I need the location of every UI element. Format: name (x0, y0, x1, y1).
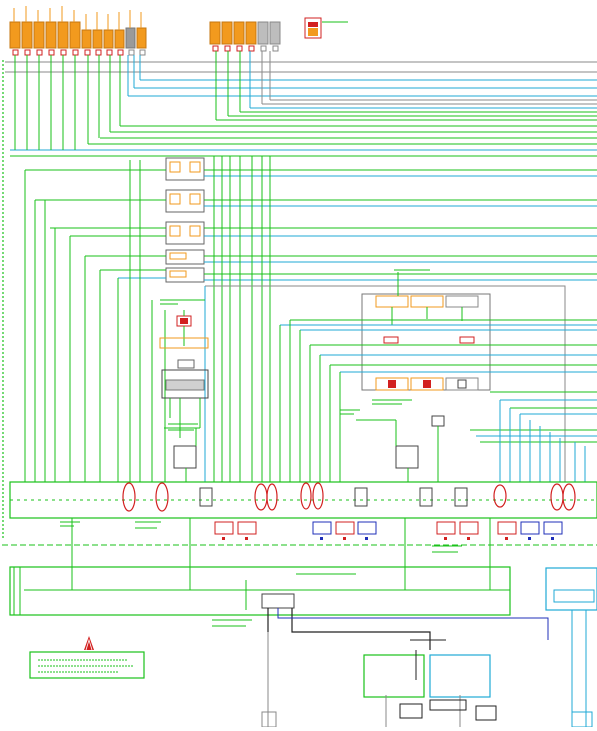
module-12 (136, 27, 147, 49)
lower-subsystems (261, 632, 593, 728)
module-5 (57, 21, 69, 49)
module-7 (81, 29, 92, 49)
module-9 (103, 29, 114, 49)
module-3 (33, 21, 45, 49)
module-8 (92, 29, 103, 49)
relay-column (165, 157, 205, 283)
module-11 (125, 27, 136, 49)
lower-bus-box (2, 518, 597, 650)
module-2 (21, 21, 33, 49)
note-box (29, 651, 145, 679)
top-mid-module-row (209, 17, 348, 52)
relay-outputs (25, 169, 597, 281)
top-mid-drops (215, 51, 271, 120)
top-left-module-row (9, 6, 147, 56)
left-mid-cluster (159, 299, 209, 438)
long-vertical-feeds (24, 156, 271, 482)
right-cyan-cluster (545, 567, 597, 727)
right-side-lines (470, 391, 597, 482)
junction-blocks (164, 415, 445, 482)
module-4 (45, 21, 57, 49)
central-subsystem (279, 269, 597, 482)
main-terminal-strip (9, 481, 597, 519)
alert-flag-icon (84, 636, 94, 651)
module-1 (9, 21, 21, 49)
top-left-drops (14, 55, 141, 150)
annotation-ticks (60, 299, 462, 553)
module-6 (69, 21, 81, 49)
lower-relay-boxes (214, 521, 563, 540)
central-frame (204, 285, 566, 482)
top-horizontal-buses (5, 61, 597, 157)
module-10 (114, 29, 125, 49)
